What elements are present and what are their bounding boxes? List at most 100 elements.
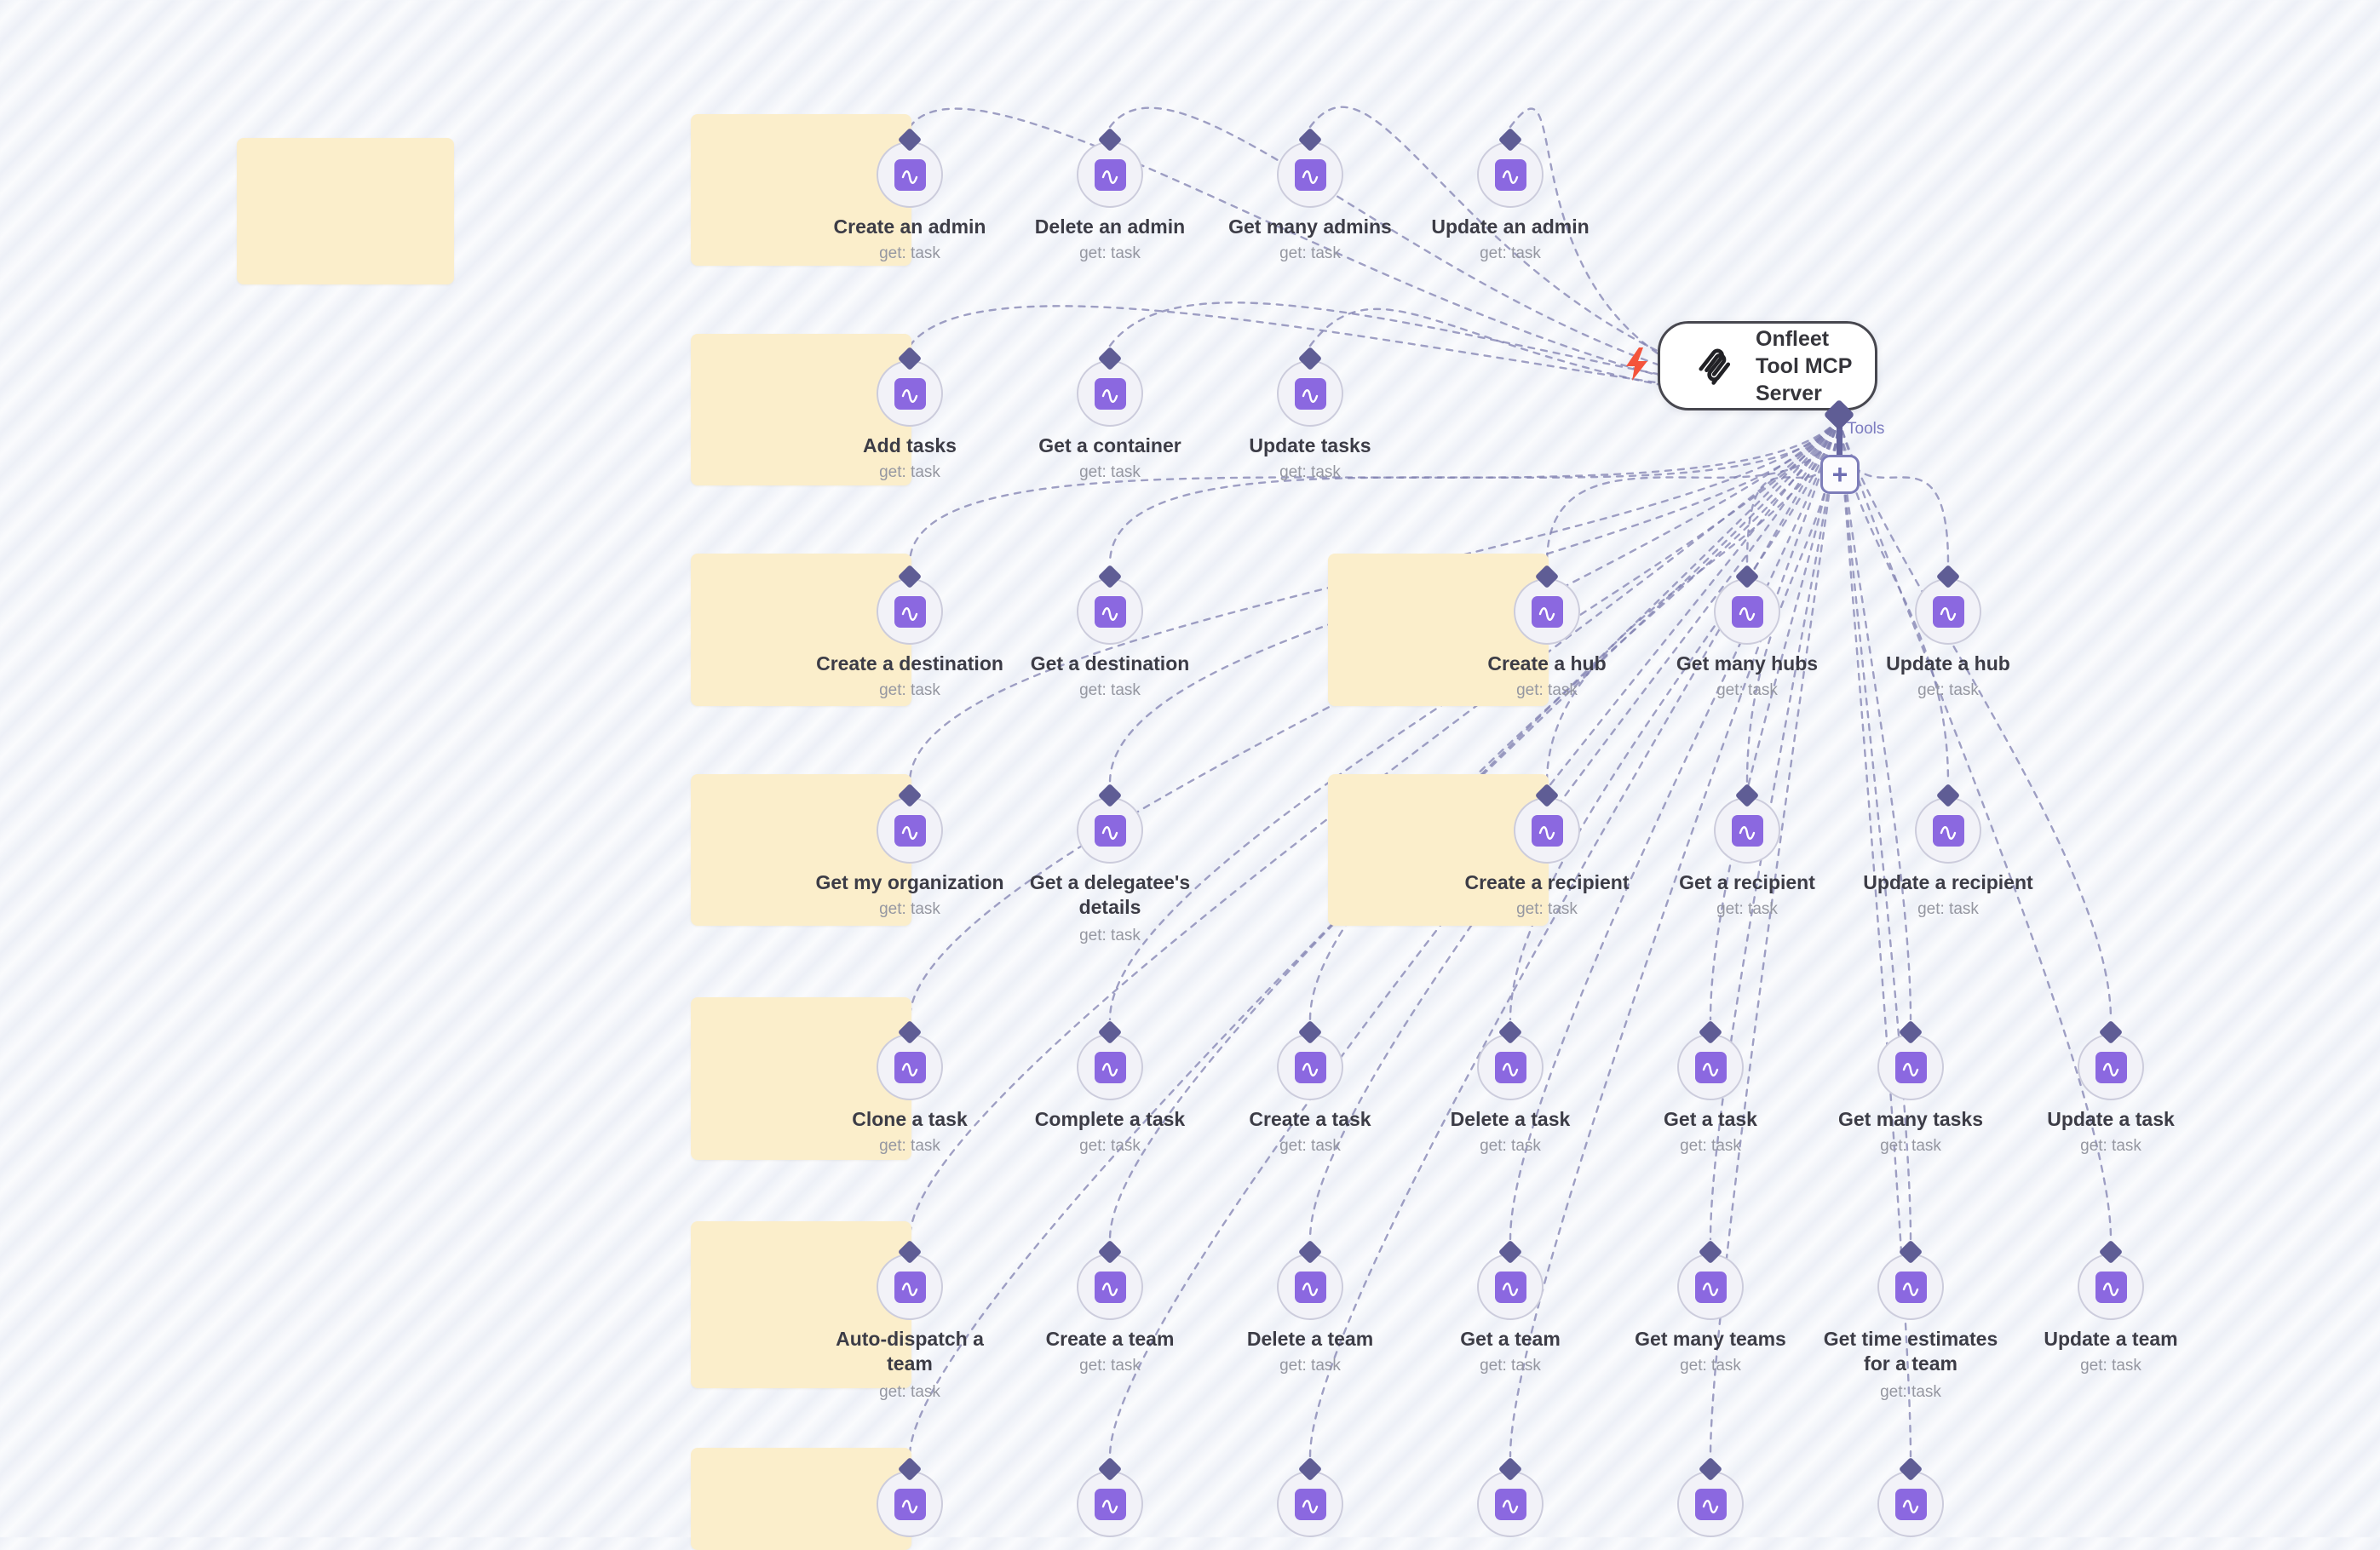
tool-node-circle[interactable] <box>2078 1254 2144 1320</box>
tool-node-subtitle: get: task <box>1680 1137 1741 1155</box>
connection-edge[interactable] <box>1509 417 1841 1021</box>
tool-node-circle[interactable] <box>2078 1034 2144 1100</box>
tool-node-label: Auto-dispatch a team <box>836 1328 984 1375</box>
tool-node-circle[interactable] <box>877 1254 943 1320</box>
connection-edge[interactable] <box>1308 417 1841 1021</box>
sticky-note[interactable] <box>1328 554 1549 706</box>
tool-node-circle[interactable] <box>1077 1471 1143 1537</box>
tool-node-circle[interactable] <box>1277 1254 1343 1320</box>
tool-node-label: Get a container <box>1038 434 1181 456</box>
tool-node-circle[interactable] <box>1077 578 1143 645</box>
tool-node-circle[interactable] <box>1877 1471 1944 1537</box>
mcp-server-title: Onfleet Tool MCP Server <box>1756 326 1852 405</box>
tool-node-subtitle: get: task <box>1079 244 1141 262</box>
tool-node-subtitle: get: task <box>879 1137 940 1155</box>
sticky-note[interactable] <box>691 554 911 706</box>
tool-node-label: Get many tasks <box>1837 1108 1984 1130</box>
tool-node-subtitle: get: task <box>879 1383 940 1401</box>
sticky-note[interactable] <box>691 1448 911 1550</box>
connection-edge[interactable] <box>1837 417 1912 1021</box>
connection-edge[interactable] <box>1709 417 1841 1458</box>
tool-wave-icon <box>1731 814 1763 847</box>
tool-wave-icon <box>1932 595 1964 628</box>
tool-node-circle[interactable] <box>1514 578 1580 645</box>
sticky-note[interactable] <box>691 114 911 266</box>
tool-wave-icon <box>1294 1271 1326 1303</box>
tool-node-circle[interactable] <box>1077 141 1143 208</box>
sticky-note[interactable] <box>691 334 911 485</box>
tool-node-circle[interactable] <box>1277 360 1343 427</box>
connection-edge[interactable] <box>1837 417 1912 1458</box>
tool-node-label: Get a task <box>1664 1108 1757 1130</box>
tool-node-circle[interactable] <box>1077 360 1143 427</box>
tool-node-circle[interactable] <box>1514 797 1580 864</box>
tool-node-circle[interactable] <box>1915 797 1981 864</box>
tool-node-circle[interactable] <box>1714 797 1780 864</box>
connection-edge[interactable] <box>1545 417 1841 565</box>
tools-connector-stalk <box>1836 415 1842 457</box>
add-tool-button[interactable]: + <box>1820 455 1860 494</box>
tool-node-circle[interactable] <box>1877 1034 1944 1100</box>
tool-node-circle[interactable] <box>1277 1034 1343 1100</box>
sticky-note[interactable] <box>1328 774 1549 926</box>
tool-node-circle[interactable] <box>1277 141 1343 208</box>
connection-edge[interactable] <box>908 417 1841 1021</box>
tool-node-circle[interactable] <box>1477 141 1544 208</box>
sticky-note[interactable] <box>237 138 454 284</box>
tool-node-circle[interactable] <box>877 360 943 427</box>
tool-node-subtitle: get: task <box>1079 1357 1141 1375</box>
tool-node-label: Update a task <box>2047 1108 2175 1130</box>
tool-wave-icon <box>1932 814 1964 847</box>
connection-edge[interactable] <box>908 417 1841 565</box>
tool-node-circle[interactable] <box>1477 1471 1544 1537</box>
tool-node-subtitle: get: task <box>1079 463 1141 481</box>
tool-node-subtitle: get: task <box>1279 1137 1341 1155</box>
connection-edge[interactable] <box>1108 417 1841 565</box>
connection-edge[interactable] <box>1837 417 2113 1021</box>
tool-node-circle[interactable] <box>1077 1254 1143 1320</box>
tool-node-circle[interactable] <box>877 797 943 864</box>
tool-node-label: Create a destination <box>816 652 1003 675</box>
tool-wave-icon <box>1531 595 1563 628</box>
sticky-note[interactable] <box>691 774 911 926</box>
tool-node-circle[interactable] <box>877 1034 943 1100</box>
mcp-server-node[interactable]: Onfleet Tool MCP Server <box>1658 321 1877 410</box>
connection-edge[interactable] <box>1308 417 1841 1458</box>
tool-wave-icon <box>1494 1051 1526 1083</box>
sticky-note[interactable] <box>691 997 911 1160</box>
tool-node-circle[interactable] <box>1714 578 1780 645</box>
connection-edge[interactable] <box>1509 417 1841 1241</box>
connection-edge[interactable] <box>1837 417 2113 1241</box>
tool-wave-icon <box>1294 158 1326 191</box>
tool-node-circle[interactable] <box>1677 1471 1744 1537</box>
tool-node-circle[interactable] <box>1915 578 1981 645</box>
tool-node-subtitle: get: task <box>1480 1137 1541 1155</box>
connection-edge[interactable] <box>1308 307 1829 407</box>
tool-node-circle[interactable] <box>1477 1254 1544 1320</box>
tool-node-circle[interactable] <box>1677 1254 1744 1320</box>
connection-edge[interactable] <box>1509 417 1841 1458</box>
sticky-note[interactable] <box>691 1221 911 1388</box>
tool-node-circle[interactable] <box>877 1471 943 1537</box>
tool-node-circle[interactable] <box>877 141 943 208</box>
tool-node-circle[interactable] <box>1877 1254 1944 1320</box>
tool-wave-icon <box>894 1051 926 1083</box>
tool-node-circle[interactable] <box>877 578 943 645</box>
tool-node-circle[interactable] <box>1077 1034 1143 1100</box>
tool-wave-icon <box>1294 1051 1326 1083</box>
tool-node-circle[interactable] <box>1077 797 1143 864</box>
tool-node-label: Get a delegatee's details <box>1029 871 1191 918</box>
tool-node-circle[interactable] <box>1477 1034 1544 1100</box>
tool-wave-icon <box>1094 1271 1126 1303</box>
tool-wave-icon <box>1731 595 1763 628</box>
connection-edge[interactable] <box>1108 106 1829 407</box>
tool-node-subtitle: get: task <box>1480 244 1541 262</box>
tool-node-circle[interactable] <box>1277 1471 1343 1537</box>
tool-node-subtitle: get: task <box>879 900 940 918</box>
tool-node-circle[interactable] <box>1677 1034 1744 1100</box>
tool-node-label: Update a hub <box>1886 652 2010 675</box>
tool-node-label: Clone a task <box>852 1108 968 1130</box>
tool-wave-icon <box>1094 1488 1126 1520</box>
tool-node-label: Update a recipient <box>1863 871 2033 893</box>
